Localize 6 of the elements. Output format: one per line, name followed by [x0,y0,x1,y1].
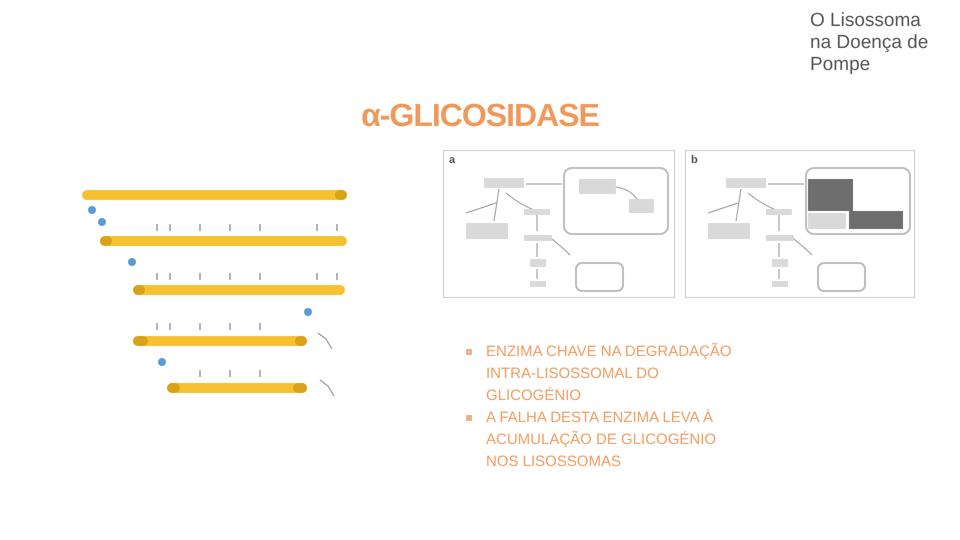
panel-letter: a [449,154,456,166]
bullet-text: ENZIMA CHAVE NA DEGRADAÇÃO INTRA-LISOSSOMAL DO GLICOGÉNIO [486,342,733,406]
panel-letter: b [691,154,698,166]
slide-title: α-GLICOSIDASE [361,96,599,134]
bullet-text: A FALHA DESTA ENZIMA LEVA À ACUMULAÇÃO DE GLICOGÉNIO NOS LISOSSOMAS [486,408,718,472]
header-text: O Lisossoma na Doença de Pompe [810,10,930,76]
